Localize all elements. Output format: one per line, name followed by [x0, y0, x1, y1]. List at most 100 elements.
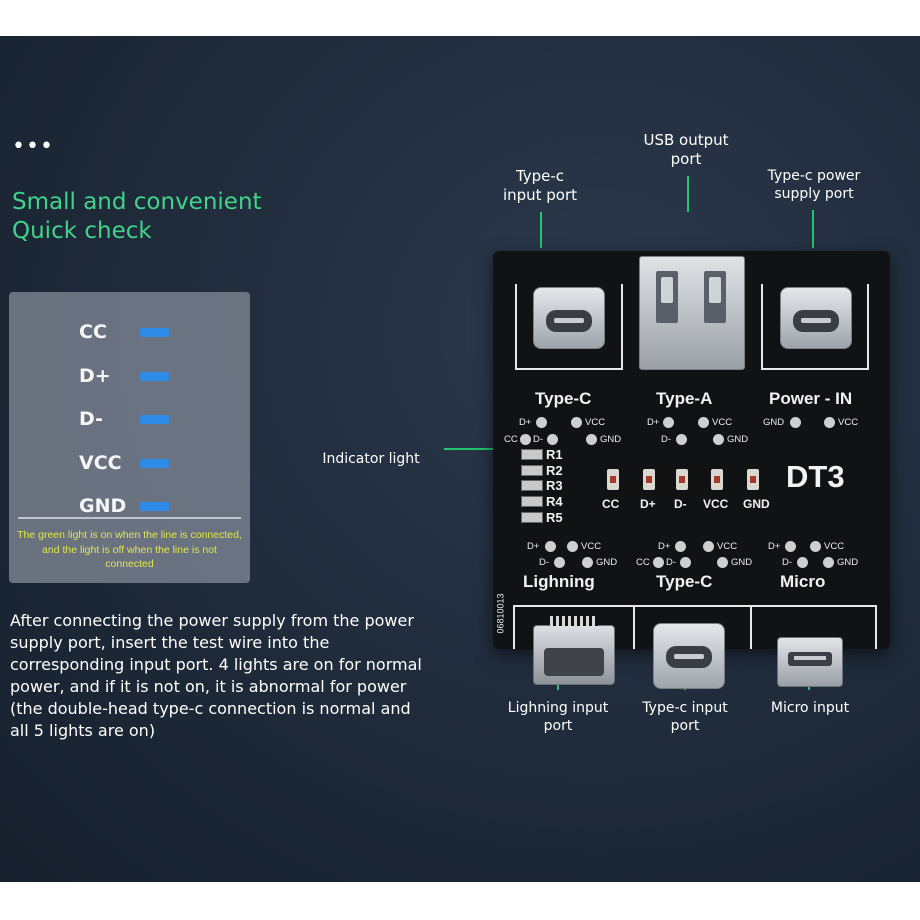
callout-lightning-input-line-1: Lighning input [507, 700, 609, 716]
callout-typec-input-line-2: input port [502, 186, 578, 204]
pin-label: VCC [838, 417, 859, 428]
lightning-connector [533, 616, 615, 685]
callout-typec-input-line-1: Type-c [515, 167, 565, 185]
headline-line-2: Quick check [12, 218, 152, 244]
pin-label: D- [533, 434, 544, 445]
test-pad [675, 541, 686, 552]
pin-label: GND [763, 417, 785, 428]
label-section-typec-bottom: Type-C [656, 572, 713, 591]
callout-usb-output-line-2: port [670, 150, 702, 168]
legend-divider [18, 517, 241, 519]
test-pad [680, 557, 691, 568]
legend-row-vcc: VCC [79, 450, 189, 476]
pin-label: VCC [717, 541, 738, 552]
pin-label: GND [731, 557, 753, 568]
silk-divider [750, 605, 752, 649]
paragraph-line: After connecting the power supply from t… [10, 611, 414, 630]
silk-divider [633, 605, 635, 649]
test-pad [785, 541, 796, 552]
legend-swatch-gnd [140, 502, 169, 511]
resistor [521, 465, 543, 476]
legend-label-cc: CC [79, 321, 107, 343]
callout-line-typec-input [540, 212, 542, 248]
paragraph-line: all 5 lights are on) [10, 721, 156, 740]
pin-label: VCC [712, 417, 733, 428]
test-pad [703, 541, 714, 552]
callout-typec-power: Type-c power supply port [752, 167, 876, 203]
test-pad [713, 434, 724, 445]
silk-box-typec-input [515, 284, 623, 370]
pin-label: D- [661, 434, 672, 445]
test-pad [653, 557, 664, 568]
callout-line-typec-power [812, 210, 814, 248]
callout-typec-input-bottom-line-2: port [670, 718, 700, 734]
test-pad [797, 557, 808, 568]
label-section-power: Power - IN [769, 389, 853, 408]
indicator-led-dplus [643, 469, 655, 490]
instructions-paragraph: After connecting the power supply from t… [10, 610, 470, 742]
resistor [521, 496, 543, 507]
led-label-gnd: GND [743, 497, 770, 511]
test-pad [810, 541, 821, 552]
legend-label-dminus: D- [79, 408, 104, 430]
silk-box-power-input [761, 284, 869, 370]
callout-line-indicator [444, 448, 493, 450]
label-section-lightning: Lighning [523, 572, 595, 591]
label-r1: R1 [546, 447, 563, 462]
paragraph-line: corresponding input port. 4 lights are o… [10, 655, 422, 674]
pin-label: VCC [585, 417, 606, 428]
label-section-typec: Type-C [535, 389, 592, 408]
headline: Small and convenient Quick check [12, 188, 262, 246]
indicator-led-cc [607, 469, 619, 490]
callout-lightning-input-line-2: port [543, 718, 573, 734]
headline-line-1: Small and convenient [12, 189, 262, 215]
callout-line-usb-output [687, 176, 689, 212]
test-pad [571, 417, 582, 428]
test-pad [586, 434, 597, 445]
legend-panel: CC D+ D- VCC GND The green light is on w… [9, 292, 250, 583]
resistor [521, 449, 543, 460]
led-label-dminus: D- [674, 497, 687, 511]
callout-typec-input-bottom: Type-c input port [626, 699, 744, 735]
label-r3: R3 [546, 478, 563, 493]
test-pad [676, 434, 687, 445]
pin-label: D- [782, 557, 793, 568]
test-pad [790, 417, 801, 428]
callout-typec-input-bottom-line-1: Type-c input [642, 700, 728, 716]
legend-label-dplus: D+ [79, 365, 111, 387]
legend-note: The green light is on when the line is c… [17, 529, 242, 570]
typec-power-connector [780, 287, 852, 349]
indicator-led-vcc [711, 469, 723, 490]
led-label-dplus: D+ [640, 497, 656, 511]
label-section-typea: Type-A [656, 389, 713, 408]
test-pad [520, 434, 531, 445]
test-pad [698, 417, 709, 428]
legend-swatch-cc [140, 328, 169, 337]
legend-swatch-vcc [140, 459, 169, 468]
pin-label: D- [666, 557, 677, 568]
usb-a-output-connector [639, 256, 745, 370]
callout-lightning-input: Lighning input port [497, 699, 619, 735]
label-r2: R2 [546, 463, 563, 478]
callout-usb-output-line-1: USB output [643, 131, 729, 149]
test-pad [824, 417, 835, 428]
silk-box-bottom [513, 605, 877, 649]
pin-label: D+ [647, 417, 660, 428]
pin-label: GND [596, 557, 618, 568]
test-pad [717, 557, 728, 568]
pin-label: GND [600, 434, 622, 445]
dt3-tester-board: Type-C Type-A Power - IN D+ VCC CC D- GN… [493, 251, 890, 689]
pin-label: D- [539, 557, 550, 568]
legend-label-gnd: GND [79, 495, 127, 517]
pin-label: D+ [768, 541, 781, 552]
model-label: DT3 [786, 459, 845, 494]
pin-label: CC [504, 434, 518, 445]
callout-usb-output: USB output port [626, 131, 746, 169]
pin-label: D+ [519, 417, 532, 428]
pin-label: GND [837, 557, 859, 568]
test-pad [663, 417, 674, 428]
paragraph-line: supply port, insert the test wire into t… [10, 633, 330, 652]
pin-label: GND [727, 434, 749, 445]
callout-typec-input: Type-c input port [487, 167, 593, 205]
legend-row-gnd: GND [79, 493, 189, 519]
